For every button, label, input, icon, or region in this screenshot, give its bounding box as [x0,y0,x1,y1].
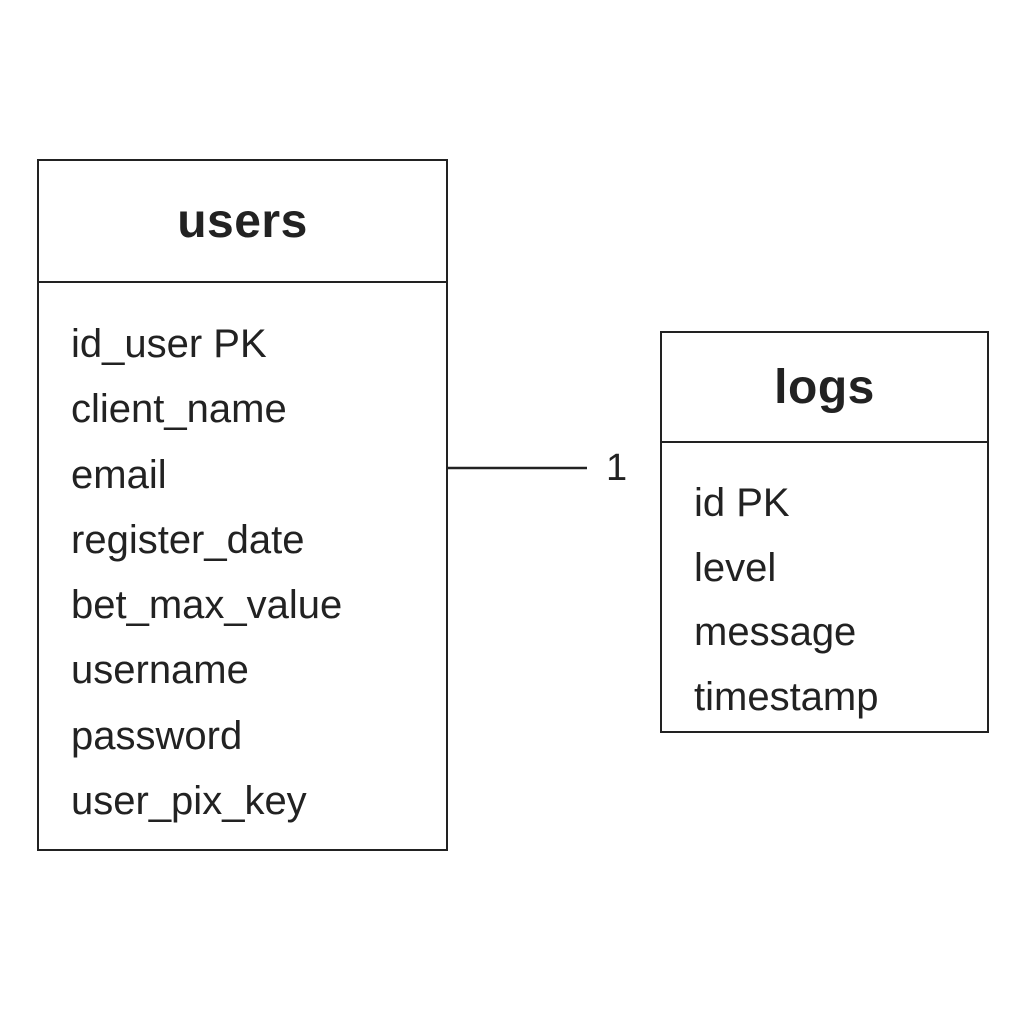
logs-field-id: id PK [694,481,790,525]
users-field-bet-max-value: bet_max_value [71,583,343,628]
logs-entity[interactable]: logs id PK level message timestamp [660,331,989,733]
users-field-list: id_user PK client_name email register_da… [39,283,446,834]
users-entity-title: users [39,161,446,283]
logs-entity-title: logs [662,333,987,443]
users-field-register-date: register_date [71,517,305,562]
logs-field-list: id PK level message timestamp [662,443,987,729]
logs-field-timestamp: timestamp [694,674,879,719]
logs-field-message: message [694,610,857,654]
users-field-email: email [71,452,167,497]
users-entity[interactable]: users id_user PK client_name email regis… [37,159,448,851]
users-field-password: password [71,713,243,758]
users-field-id-user: id_user PK [71,322,267,366]
users-field-username: username [71,648,249,693]
users-field-user-pix-key: user_pix_key [71,779,307,824]
cardinality-label-logs: 1 [606,447,628,489]
users-field-client-name: client_name [71,387,287,432]
logs-field-level: level [694,545,777,590]
